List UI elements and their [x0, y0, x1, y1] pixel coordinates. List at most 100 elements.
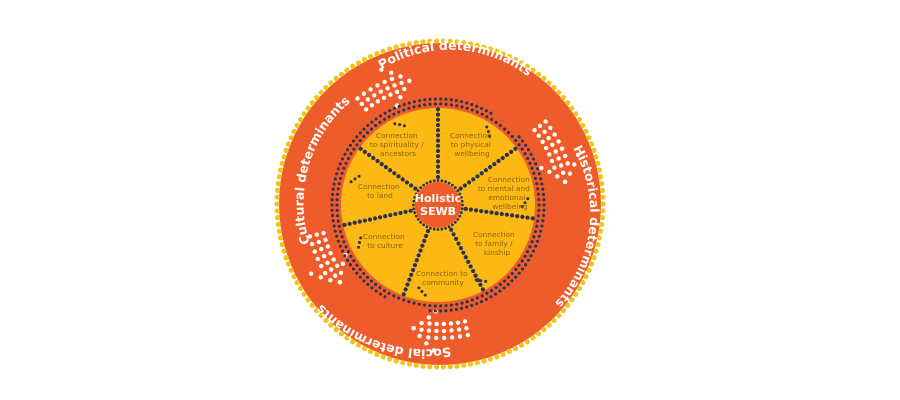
arrow-dot [426, 335, 431, 340]
arrow-dot [449, 335, 455, 340]
border-dot [380, 48, 386, 54]
ring-dot [412, 100, 416, 104]
border-dot [573, 111, 579, 117]
ring-dot [344, 245, 348, 249]
border-dot [275, 180, 281, 187]
spoke-dot [435, 143, 441, 148]
spoke-dot [473, 208, 479, 213]
ring-dot [524, 263, 528, 267]
segment-mental-label: Connection to mental and emotional wellb… [478, 175, 532, 211]
ring-dot [502, 286, 506, 290]
ring-dot [465, 101, 469, 105]
ring-dot [470, 108, 474, 112]
ring-dot [502, 279, 507, 283]
ring-dot [524, 143, 528, 147]
ring-dot [402, 298, 406, 302]
arrow-dot [307, 234, 313, 239]
border-dot [447, 364, 453, 370]
border-dot [560, 307, 566, 314]
border-dot [596, 167, 603, 173]
ring-dot [534, 244, 538, 248]
arrow-dot [455, 320, 461, 325]
arrow-dot [394, 89, 400, 95]
center-border-dot [461, 203, 464, 207]
ring-dot [541, 214, 546, 218]
center-border-dot [429, 226, 432, 230]
ring-dot [480, 294, 484, 298]
border-dot [474, 42, 480, 48]
ring-dot [484, 109, 488, 113]
spoke-dot [513, 146, 518, 151]
center-border-dot [412, 203, 415, 207]
tick-dot [485, 125, 489, 129]
border-dot [274, 187, 281, 193]
ring-dot [444, 304, 448, 308]
border-dot [374, 351, 380, 357]
spoke-dot [435, 148, 441, 154]
arrow-dot [325, 244, 331, 249]
arrow-dot [431, 348, 437, 353]
center-border-dot [414, 192, 418, 196]
spoke-dot [424, 233, 429, 239]
arrow-dot [308, 271, 314, 276]
center-border-dot [444, 180, 447, 184]
spoke-dot [435, 133, 441, 138]
border-dot [580, 279, 586, 286]
arrow-dot [318, 275, 323, 280]
border-dot [279, 241, 285, 248]
border-dot [333, 326, 339, 333]
ring-dot [465, 106, 469, 110]
spoke-dot [484, 209, 489, 214]
spoke-dot [435, 164, 441, 169]
ring-dot [397, 110, 401, 114]
ring-dot [536, 192, 540, 196]
border-dot [400, 360, 406, 366]
ring-dot [514, 267, 518, 272]
border-dot [467, 361, 474, 367]
ring-dot [378, 286, 382, 290]
arrow-dot [375, 83, 380, 88]
border-dot [474, 360, 480, 366]
arrow-dot [402, 86, 407, 92]
spoke-dot [408, 208, 413, 213]
arrow-dot [331, 257, 336, 262]
center-border-dot [459, 211, 463, 214]
ring-dot [536, 214, 540, 218]
spoke-dot [414, 258, 419, 263]
spoke-dot [366, 152, 372, 158]
border-dot [447, 38, 453, 44]
arrow-dot [537, 123, 543, 129]
spoke-dot [478, 282, 483, 287]
spoke-dot [500, 155, 505, 161]
spoke-dot [466, 180, 472, 185]
spoke-dot [520, 214, 525, 219]
border-dot [355, 60, 362, 66]
border-dot [420, 39, 426, 45]
ring-dot [339, 230, 343, 234]
ring-dot [485, 291, 489, 295]
spoke-dot [409, 272, 414, 277]
border-dot [309, 302, 315, 308]
tick-dot [479, 279, 483, 283]
border-dot [433, 364, 440, 370]
ring-dot [383, 111, 387, 115]
ring-dot [480, 106, 484, 110]
arrow-dot [567, 171, 573, 176]
ring-dot [534, 162, 538, 166]
spoke-dot [409, 183, 414, 188]
center-border-dot [413, 196, 417, 199]
arrow-dot [434, 328, 439, 334]
center-border-dot [453, 220, 457, 224]
ring-dot [542, 208, 546, 212]
border-dot [467, 41, 474, 47]
ring-dot [370, 286, 374, 290]
border-dot [556, 89, 562, 96]
spoke-dot [383, 214, 388, 219]
spoke-dot [357, 219, 362, 224]
center-border-dot [440, 227, 444, 231]
center-border-dot [436, 179, 440, 182]
arrow-dot [389, 70, 394, 75]
arrow-dot [325, 260, 330, 266]
spoke-dot [515, 214, 520, 219]
ring-dot [514, 138, 518, 143]
